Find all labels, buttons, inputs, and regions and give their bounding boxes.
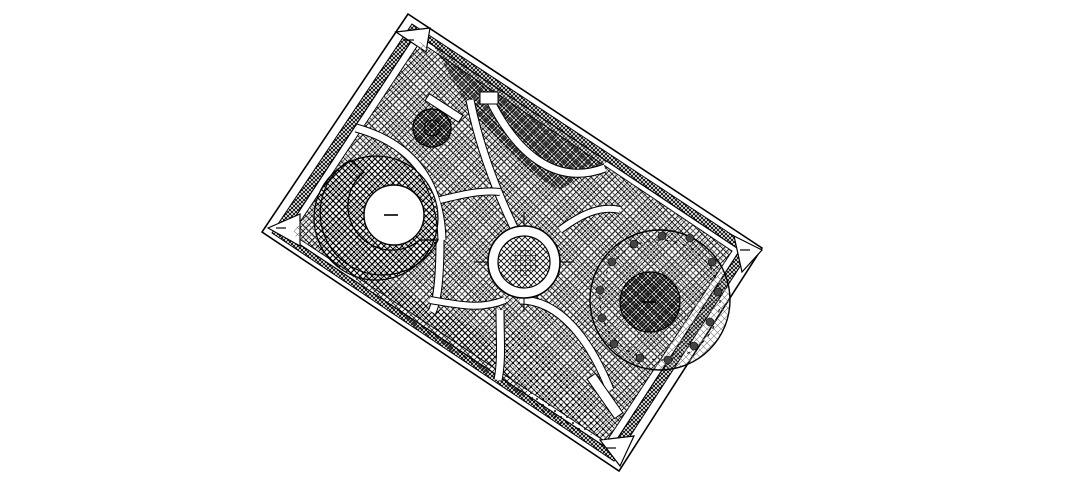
edge-slots [424,93,624,420]
center-hub [474,212,574,312]
right-disc-dial [589,229,731,371]
curved-channels [354,97,621,392]
corner-brackets [266,27,763,468]
top-small-knob [412,91,499,148]
left-crescent-dial [313,155,439,281]
